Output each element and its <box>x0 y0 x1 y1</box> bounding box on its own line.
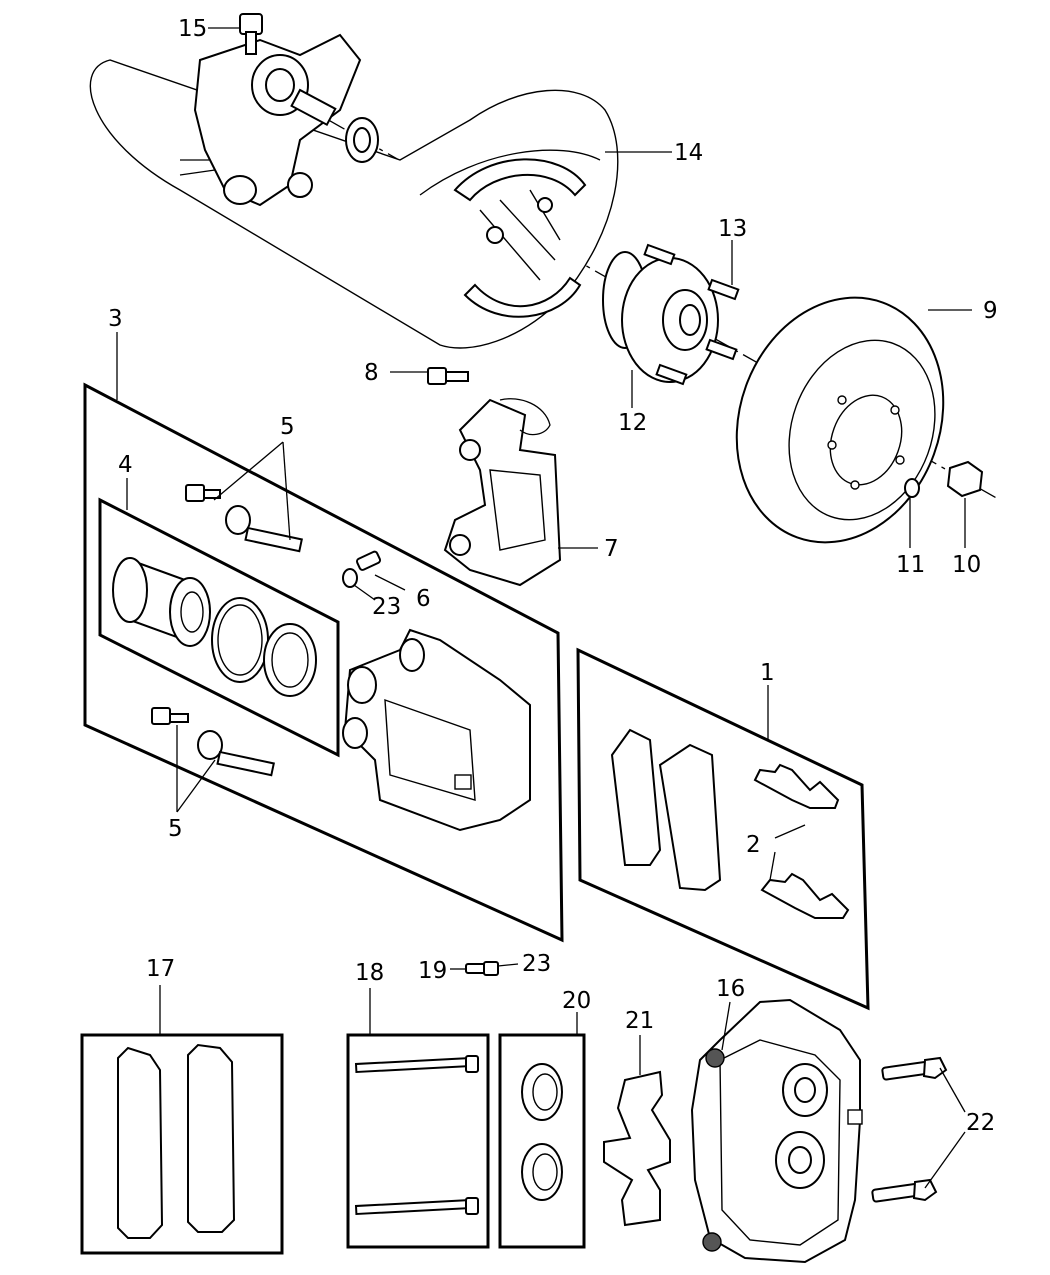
caliper-piston <box>112 557 211 647</box>
bolt-15 <box>239 13 263 55</box>
kit-box-3 <box>83 382 564 943</box>
kit-box-4 <box>98 497 340 758</box>
bolt-8 <box>427 367 469 385</box>
callout-6: 6 <box>416 586 431 612</box>
pad-clip-lower <box>760 872 850 919</box>
steering-knuckle <box>179 33 362 207</box>
wheel-stud-13 <box>643 243 740 386</box>
caliper-bracket-7 <box>443 398 562 587</box>
callout-9: 9 <box>983 298 998 324</box>
kit-box-1 <box>576 647 870 1011</box>
brake-pad-inner <box>610 728 662 866</box>
anti-rattle-spring-21 <box>603 1070 671 1227</box>
bleeder-screw-19 <box>465 961 499 976</box>
seal-20-lower <box>521 1143 563 1201</box>
mounting-bolt-22-lower <box>871 1178 938 1203</box>
callout-16: 16 <box>716 976 745 1002</box>
mounting-bolt-22-upper <box>881 1056 948 1081</box>
brake-pad-17-left <box>117 1046 164 1239</box>
callout-3: 3 <box>108 306 123 332</box>
caliper-16 <box>690 998 863 1264</box>
parking-brake-shoes <box>453 158 587 318</box>
callout-2: 2 <box>746 832 761 858</box>
hub-bearing-12 <box>602 251 719 383</box>
callout-23-upper: 23 <box>372 594 401 620</box>
callout-4: 4 <box>118 452 133 478</box>
pad-pin-lower <box>354 1197 479 1216</box>
callout-7: 7 <box>604 536 619 562</box>
dust-boot <box>263 623 317 697</box>
callout-14: 14 <box>674 140 703 166</box>
callout-23-lower: 23 <box>522 951 551 977</box>
seal-20-upper <box>521 1063 563 1121</box>
callout-8: 8 <box>364 360 379 386</box>
thrust-washer <box>345 117 379 163</box>
callout-5-lower: 5 <box>168 816 183 842</box>
callout-10: 10 <box>952 552 981 578</box>
pad-pin-upper <box>354 1055 479 1074</box>
lug-nut-10 <box>946 460 984 498</box>
kit-box-17 <box>80 1033 284 1255</box>
callout-1: 1 <box>760 660 775 686</box>
callout-13: 13 <box>718 216 747 242</box>
caliper-housing <box>342 628 531 832</box>
kit-box-20 <box>498 1033 586 1249</box>
callout-5-upper: 5 <box>280 414 295 440</box>
leader-lines <box>116 27 972 1189</box>
brake-rotor-9 <box>735 296 945 544</box>
callout-22: 22 <box>966 1110 995 1136</box>
kit-box-18 <box>346 1033 490 1249</box>
callout-12: 12 <box>618 410 647 436</box>
brake-pad-17-right <box>187 1043 236 1233</box>
bleeder-screw-6 <box>342 550 382 588</box>
guide-pin-bolt-5-upper <box>185 484 303 553</box>
callout-20: 20 <box>562 988 591 1014</box>
callout-19: 19 <box>418 958 447 984</box>
guide-pin-bolt-5-lower <box>151 707 275 777</box>
callout-11: 11 <box>896 552 925 578</box>
callout-18: 18 <box>355 960 384 986</box>
pad-clip-upper <box>753 763 840 809</box>
washer-11 <box>904 478 920 498</box>
callout-17: 17 <box>146 956 175 982</box>
piston-seal <box>211 597 269 683</box>
callout-21: 21 <box>625 1008 654 1034</box>
brake-pad-outer <box>658 743 722 892</box>
callout-15: 15 <box>178 16 207 42</box>
